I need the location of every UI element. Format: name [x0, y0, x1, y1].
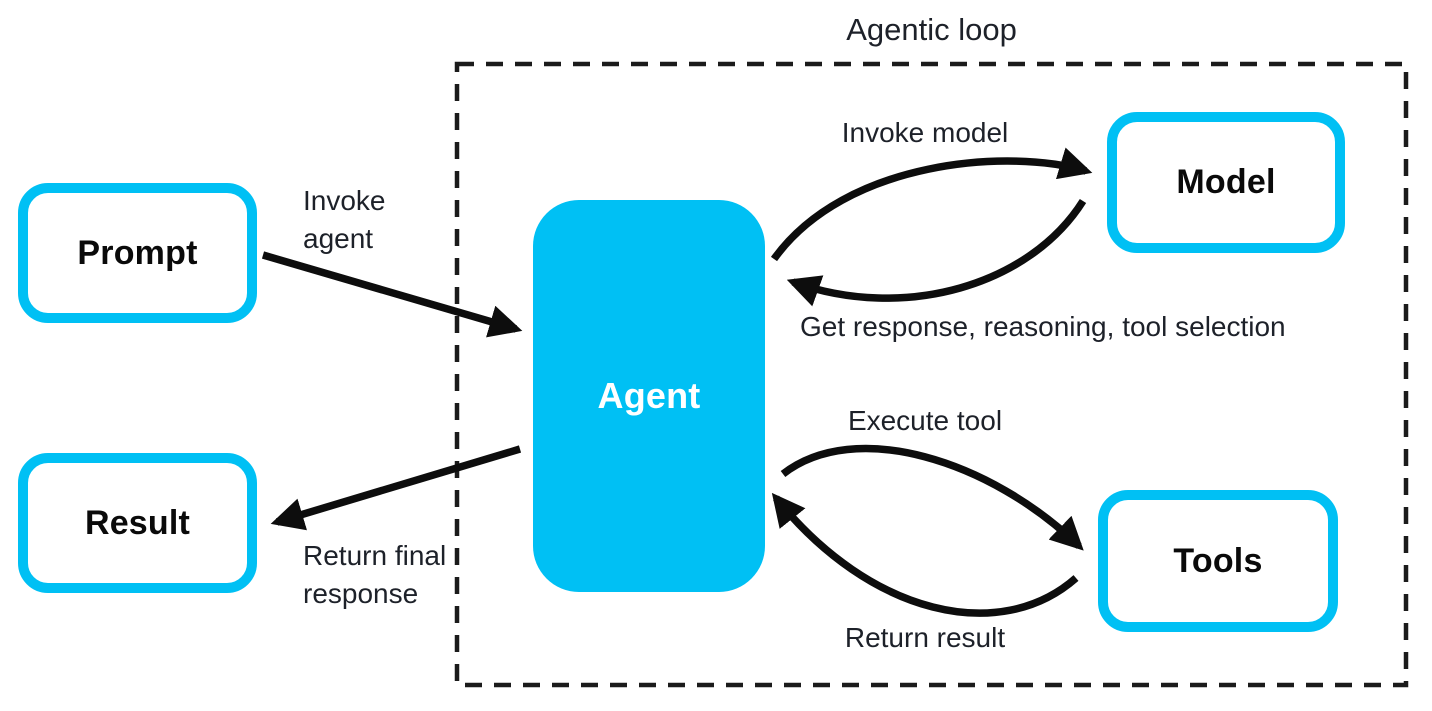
model-node-label: Model [1176, 163, 1276, 201]
get-response-arrow [786, 198, 1087, 307]
result-node-label: Result [84, 503, 191, 542]
invoke-agent-label: Invoke agent [303, 185, 386, 254]
agentic-loop-title: Agentic loop [846, 12, 1017, 47]
return-result-label: Return result [844, 622, 1006, 653]
model-node: Model [1107, 112, 1345, 253]
tools-node: Tools [1098, 490, 1338, 632]
agent-node-label: Agent [597, 375, 701, 416]
agent-node: Agent [533, 200, 765, 592]
prompt-node-label: Prompt [77, 233, 198, 272]
prompt-node: Prompt [18, 183, 257, 323]
execute-tool-arrow [780, 444, 1084, 551]
invoke-agent-arrow [261, 251, 523, 338]
tools-node-label: Tools [1173, 541, 1263, 580]
return-final-response-arrow [270, 445, 522, 531]
return-final-response-label: Return final response [303, 540, 447, 609]
result-node: Result [18, 453, 257, 593]
invoke-model-label: Invoke model [841, 117, 1009, 148]
get-response-label: Get response, reasoning, tool selection [800, 311, 1286, 342]
invoke-model-arrow [770, 147, 1093, 262]
agentic-loop-boundary [454, 61, 1409, 688]
return-result-arrow [771, 492, 1079, 617]
execute-tool-label: Execute tool [847, 405, 1003, 436]
